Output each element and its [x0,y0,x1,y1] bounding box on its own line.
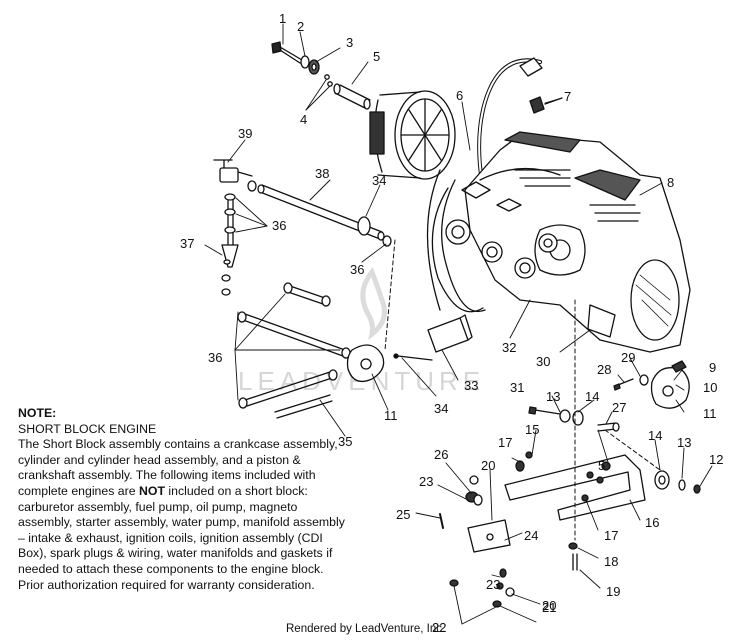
hose-assembly-left [221,193,239,296]
nut [308,59,320,75]
hose-clamp [247,180,392,247]
callout-5-lower: 5 [598,458,605,473]
short-block-note: NOTE: SHORT BLOCK ENGINE The Short Block… [18,406,348,593]
callout-5: 5 [373,49,380,64]
callout-4: 4 [300,112,307,127]
callout-3: 3 [346,35,353,50]
carburetor [445,181,558,279]
callout-15: 15 [525,422,539,437]
callout-36-left: 36 [272,218,286,233]
leader-lines [204,23,713,625]
fasteners [439,451,611,608]
callout-14-right: 14 [648,428,662,443]
callout-6: 6 [456,88,463,103]
callout-11-right: 11 [703,406,717,421]
hose-36b [237,311,351,359]
spark-plug-wire [477,57,543,184]
callout-12: 12 [709,452,723,467]
callout-31: 31 [510,380,524,395]
callout-21: 21 [542,600,556,615]
callout-22: 22 [432,620,446,635]
callout-1: 1 [279,11,286,26]
ground-wire [393,353,433,361]
callout-16: 16 [645,515,659,530]
bolt-31 [528,406,561,415]
bolt-28 [613,378,634,391]
note-heading: NOTE: [18,406,57,420]
callout-35: 35 [338,434,352,449]
ignition-wire [426,169,441,311]
mount-bracket [504,454,646,521]
callout-17-top: 17 [498,435,512,450]
spacer-5 [333,83,371,110]
callout-11-left: 11 [384,408,398,423]
callout-33: 33 [464,378,478,393]
callout-29: 29 [621,350,635,365]
callout-34-top: 34 [372,173,386,188]
callout-37: 37 [180,236,194,251]
note-body-emphasis: NOT [139,483,165,498]
callout-13-right: 13 [677,435,691,450]
callout-36-mid: 36 [350,262,364,277]
callout-30: 30 [536,354,550,369]
callout-24: 24 [524,528,538,543]
render-credit: Rendered by LeadVenture, Inc. [286,623,446,635]
pump-cover-left [346,344,385,383]
callout-23-bottom: 23 [486,577,500,592]
callout-39: 39 [238,126,252,141]
callout-23-top: 23 [419,474,433,489]
callout-14-mid: 14 [585,389,599,404]
callout-28: 28 [597,362,611,377]
spark-plug [529,96,563,114]
engine-block [464,131,691,353]
callout-26: 26 [434,447,448,462]
cdi-box [427,314,473,353]
callout-19: 19 [606,584,620,599]
mount-plate-24 [467,519,511,553]
mount-hardware-right [654,470,701,494]
drive-clutch [369,90,456,180]
callout-9: 9 [709,360,716,375]
pump-cover-right [639,360,690,409]
callout-38: 38 [315,166,329,181]
callout-36-bottom: 36 [208,350,222,365]
callout-13-mid: 13 [546,389,560,404]
callout-32: 32 [502,340,516,355]
callout-18: 18 [604,554,618,569]
washer [300,55,310,69]
fuel-line [431,167,561,313]
note-body-part2: included on a short block: carburetor as… [18,483,345,592]
hose-36a [283,282,331,307]
note-subheading: SHORT BLOCK ENGINE [18,421,157,436]
callout-25: 25 [396,507,410,522]
valve-39 [213,159,253,183]
callout-27: 27 [612,400,626,415]
hose-35 [238,369,338,409]
note-body: The Short Block assembly contains a cran… [18,437,348,593]
callout-10: 10 [703,380,717,395]
washer-13 [559,409,571,423]
callout-7: 7 [564,89,571,104]
callout-20-bottom: 20 [542,598,556,613]
clutch-bolt [271,41,303,64]
callout-17-bottom: 17 [604,528,618,543]
callout-8: 8 [667,175,674,190]
callout-34-bottom: 34 [434,401,448,416]
stud-27 [597,422,620,432]
watermark-logo [360,267,387,341]
alignment-line [384,239,661,541]
callout-labels: 1 2 3 4 5 6 7 8 9 10 11 12 13 14 15 16 1… [180,11,723,635]
callout-2: 2 [297,19,304,34]
callout-20-top: 20 [481,458,495,473]
note-body-part1: The Short Block assembly contains a cran… [18,437,338,498]
